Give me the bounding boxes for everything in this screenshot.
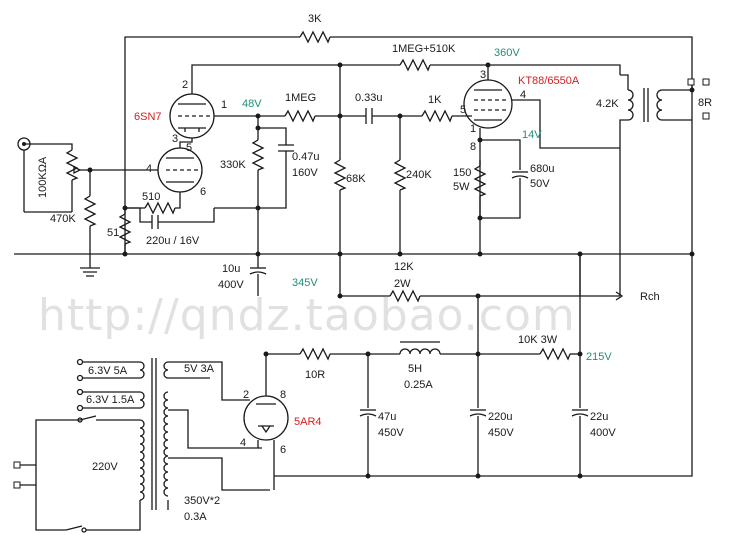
- heater-6-3v-1-5a-label: 6.3V 1.5A: [86, 394, 135, 406]
- secondary-wiring: [167, 361, 270, 510]
- voltage-345v: 345V: [292, 277, 318, 289]
- cap-22u-label: 22u: [590, 411, 608, 423]
- resistor-470k-label: 470K: [50, 213, 76, 225]
- resistor-150-power: 5W: [453, 181, 470, 193]
- b-plus-top-rail: [191, 58, 621, 90]
- cap-10u-voltage: 400V: [218, 279, 244, 291]
- pin-d5: 5: [186, 142, 192, 154]
- resistor-10k-3w-label: 10K 3W: [518, 334, 558, 346]
- cap-47u-voltage: 450V: [378, 427, 404, 439]
- driver-output-network: [214, 108, 472, 124]
- pin-o3: 3: [480, 69, 486, 81]
- cathode-network: [118, 192, 215, 254]
- resistor-1meg-label: 1MEG: [285, 92, 316, 104]
- choke-5h-label: 5H: [408, 363, 422, 375]
- pin-o4: 4: [520, 89, 526, 101]
- pin-r6: 6: [280, 444, 286, 456]
- resistor-1meg-510k-label: 1MEG+510K: [392, 43, 456, 55]
- cap-033u-label: 0.33u: [355, 92, 383, 104]
- power-transformer: [13, 358, 169, 533]
- voltage-215v: 215V: [586, 351, 612, 363]
- output-cathode-network: [473, 137, 529, 221]
- input-section: [17, 137, 158, 277]
- driver-feedback-rc: [214, 116, 294, 211]
- pin-r4: 4: [240, 437, 246, 449]
- output-transformer: [619, 74, 710, 296]
- cap-047u-voltage: 160V: [292, 167, 318, 179]
- tube-5ar4-label: 5AR4: [294, 416, 322, 428]
- resistor-3k-label: 3K: [308, 13, 322, 25]
- resistor-10r-label: 10R: [305, 369, 325, 381]
- tube-6sn7-upper: [169, 90, 215, 139]
- tube-6sn7-label: 6SN7: [134, 111, 162, 123]
- pin-o5: 5: [460, 104, 466, 116]
- cap-10u-label: 10u: [222, 263, 240, 275]
- watermark: http://qndz.taobao.com: [38, 290, 576, 341]
- cap-047u-label: 0.47u: [292, 151, 320, 163]
- voltage-360v: 360V: [494, 47, 520, 59]
- pin-d3: 3: [172, 133, 178, 145]
- resistor-150-label: 150: [453, 167, 471, 179]
- resistor-12k-label: 12K: [394, 261, 414, 273]
- cap-220u-voltage: 450V: [488, 427, 514, 439]
- cap-220u-16v-label: 220u / 16V: [146, 235, 200, 247]
- voltage-48v: 48V: [242, 98, 262, 110]
- pin-o1: 1: [470, 123, 476, 135]
- cap-22u-voltage: 400V: [590, 427, 616, 439]
- tube-6sn7-lower: [157, 138, 203, 193]
- cap-47u-label: 47u: [378, 411, 396, 423]
- heater-6-3v-5a-label: 6.3V 5A: [88, 365, 128, 377]
- pin-r2: 2: [243, 389, 249, 401]
- resistor-1k-label: 1K: [428, 94, 442, 106]
- grid-resistors: [333, 65, 407, 296]
- resistor-240k-label: 240K: [406, 169, 432, 181]
- speaker-8r-label: 8R: [698, 97, 712, 109]
- pot-100k-label: 100KΩA: [37, 156, 49, 198]
- resistor-51-label: 51: [107, 227, 119, 239]
- hv-350v-label: 350V*2: [184, 495, 220, 507]
- tube-kt88-label: KT88/6550A: [518, 75, 580, 87]
- mains-220v-label: 220V: [92, 461, 118, 473]
- heater-5v-3a-label: 5V 3A: [184, 363, 215, 375]
- rch-label: Rch: [640, 291, 660, 303]
- pin-d2: 2: [182, 79, 188, 91]
- resistor-330k-label: 330K: [220, 159, 246, 171]
- pin-d1: 1: [221, 99, 227, 111]
- pin-d4: 4: [146, 163, 152, 175]
- cap-680u-voltage: 50V: [530, 178, 550, 190]
- pin-r8: 8: [280, 389, 286, 401]
- tube-5ar4: [243, 353, 300, 490]
- feedback-wire: [124, 30, 693, 254]
- hv-0-3a-label: 0.3A: [184, 511, 207, 523]
- b-plus-345v-rail: [249, 208, 624, 303]
- pin-d6: 6: [200, 186, 206, 198]
- filter-chain: [263, 341, 583, 361]
- cap-220u-label: 220u: [488, 411, 512, 423]
- voltage-14v: 14V: [522, 129, 542, 141]
- transformer-4-2k-label: 4.2K: [596, 98, 619, 110]
- resistor-68k-label: 68K: [346, 173, 366, 185]
- pin-o8: 8: [470, 141, 476, 153]
- cap-680u-label: 680u: [530, 163, 554, 175]
- filter-caps: [274, 254, 693, 479]
- resistor-12k-power: 2W: [394, 278, 411, 290]
- resistor-510-label: 510: [142, 191, 160, 203]
- choke-0-25a-label: 0.25A: [404, 379, 433, 391]
- tube-kt88: [463, 65, 620, 254]
